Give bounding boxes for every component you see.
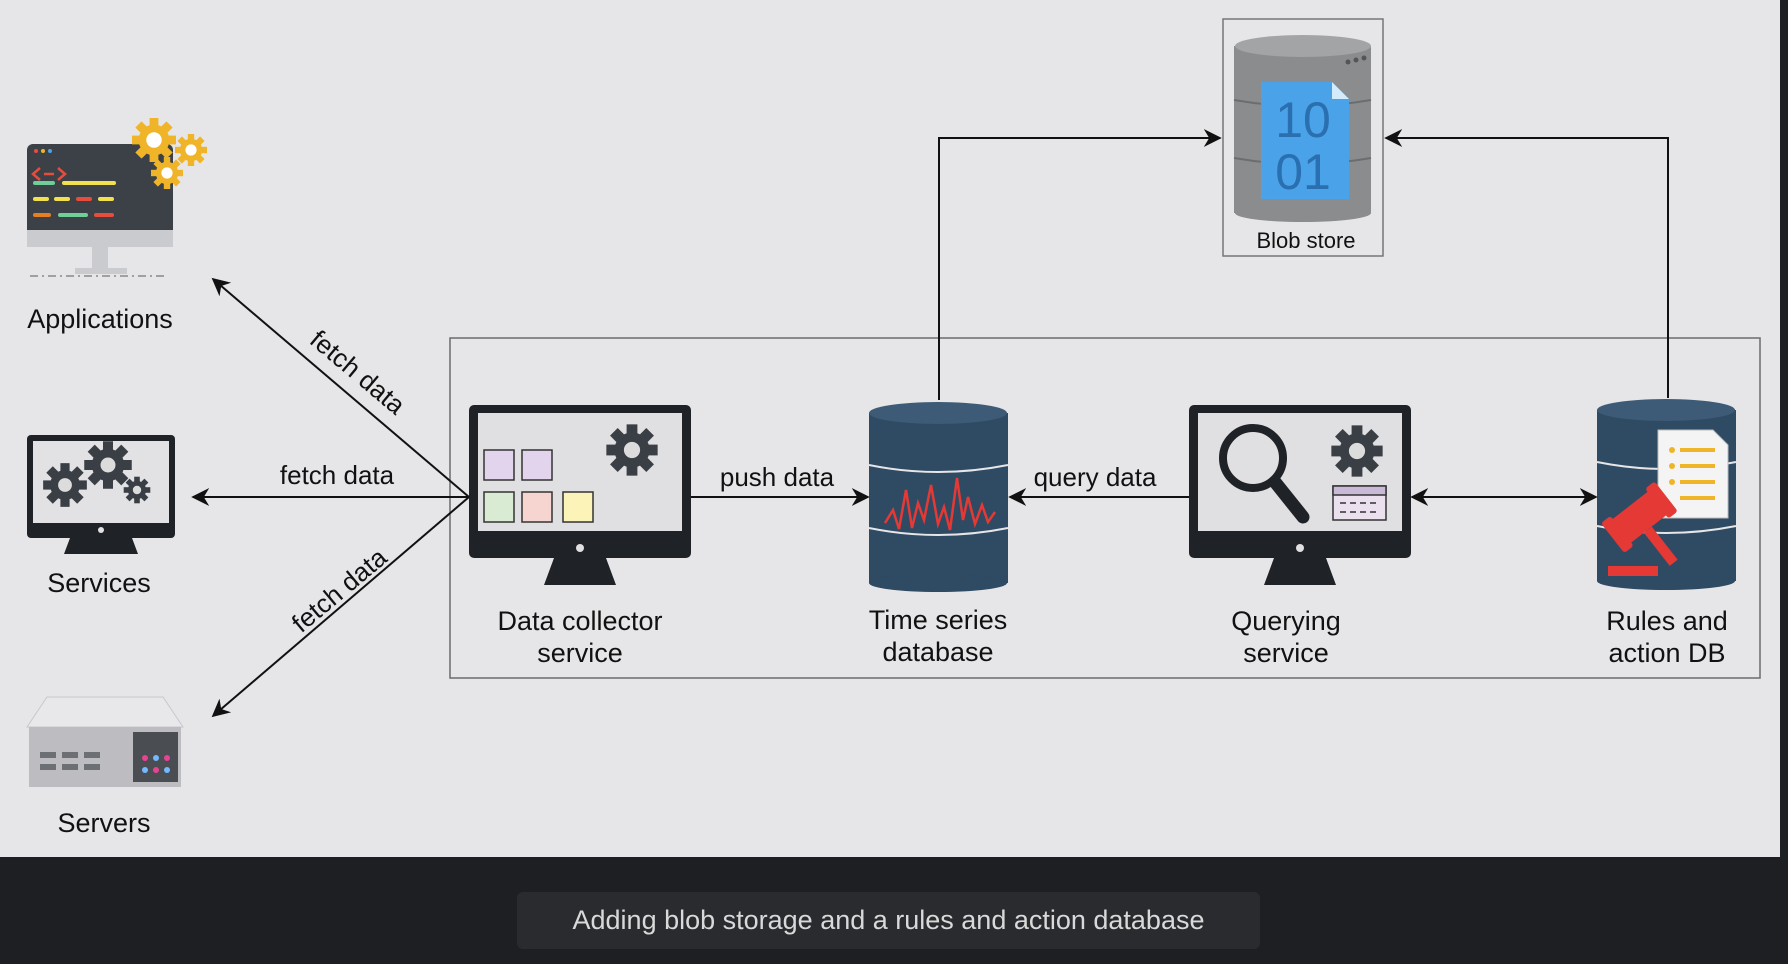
services-label: Services (47, 568, 151, 598)
blob-digits-line1: 10 (1275, 92, 1331, 148)
rules-db-label-line2: action DB (1608, 638, 1725, 668)
querying-service-label-line2: service (1243, 638, 1329, 668)
services-monitor-icon (27, 435, 175, 554)
edge-rules-to-blob (1384, 129, 1669, 398)
blob-store-label: Blob store (1256, 228, 1355, 253)
caption: Adding blob storage and a rules and acti… (517, 892, 1260, 949)
system-boundary (449, 337, 1761, 679)
querying-service-label-line1: Querying (1231, 606, 1341, 636)
time-series-database-icon (868, 402, 1009, 592)
querying-service-monitor-icon (1189, 405, 1411, 585)
data-collector-monitor-icon (469, 405, 691, 585)
blob-digits-line2: 01 (1275, 144, 1331, 200)
blob-store-container: 10 01 (1222, 18, 1384, 257)
edge-fetch-servers (211, 496, 470, 718)
edge-fetch-applications (211, 277, 470, 498)
edge-label-fetch-services: fetch data (280, 460, 395, 490)
applications-label: Applications (27, 304, 173, 334)
servers-rack-icon (26, 696, 184, 787)
data-collector-label-line1: Data collector (497, 606, 662, 636)
rules-action-db-icon (1596, 399, 1737, 590)
edge-label-query-data: query data (1034, 462, 1157, 492)
data-collector-label-line2: service (537, 638, 623, 668)
edge-timeseries-to-blob (938, 129, 1222, 400)
time-series-label-line2: database (882, 637, 993, 667)
rules-db-label-line1: Rules and (1606, 606, 1728, 636)
applications-monitor-icon (27, 118, 207, 277)
servers-label: Servers (57, 808, 150, 838)
edge-label-push-data: push data (720, 462, 835, 492)
time-series-label-line1: Time series (869, 605, 1008, 635)
